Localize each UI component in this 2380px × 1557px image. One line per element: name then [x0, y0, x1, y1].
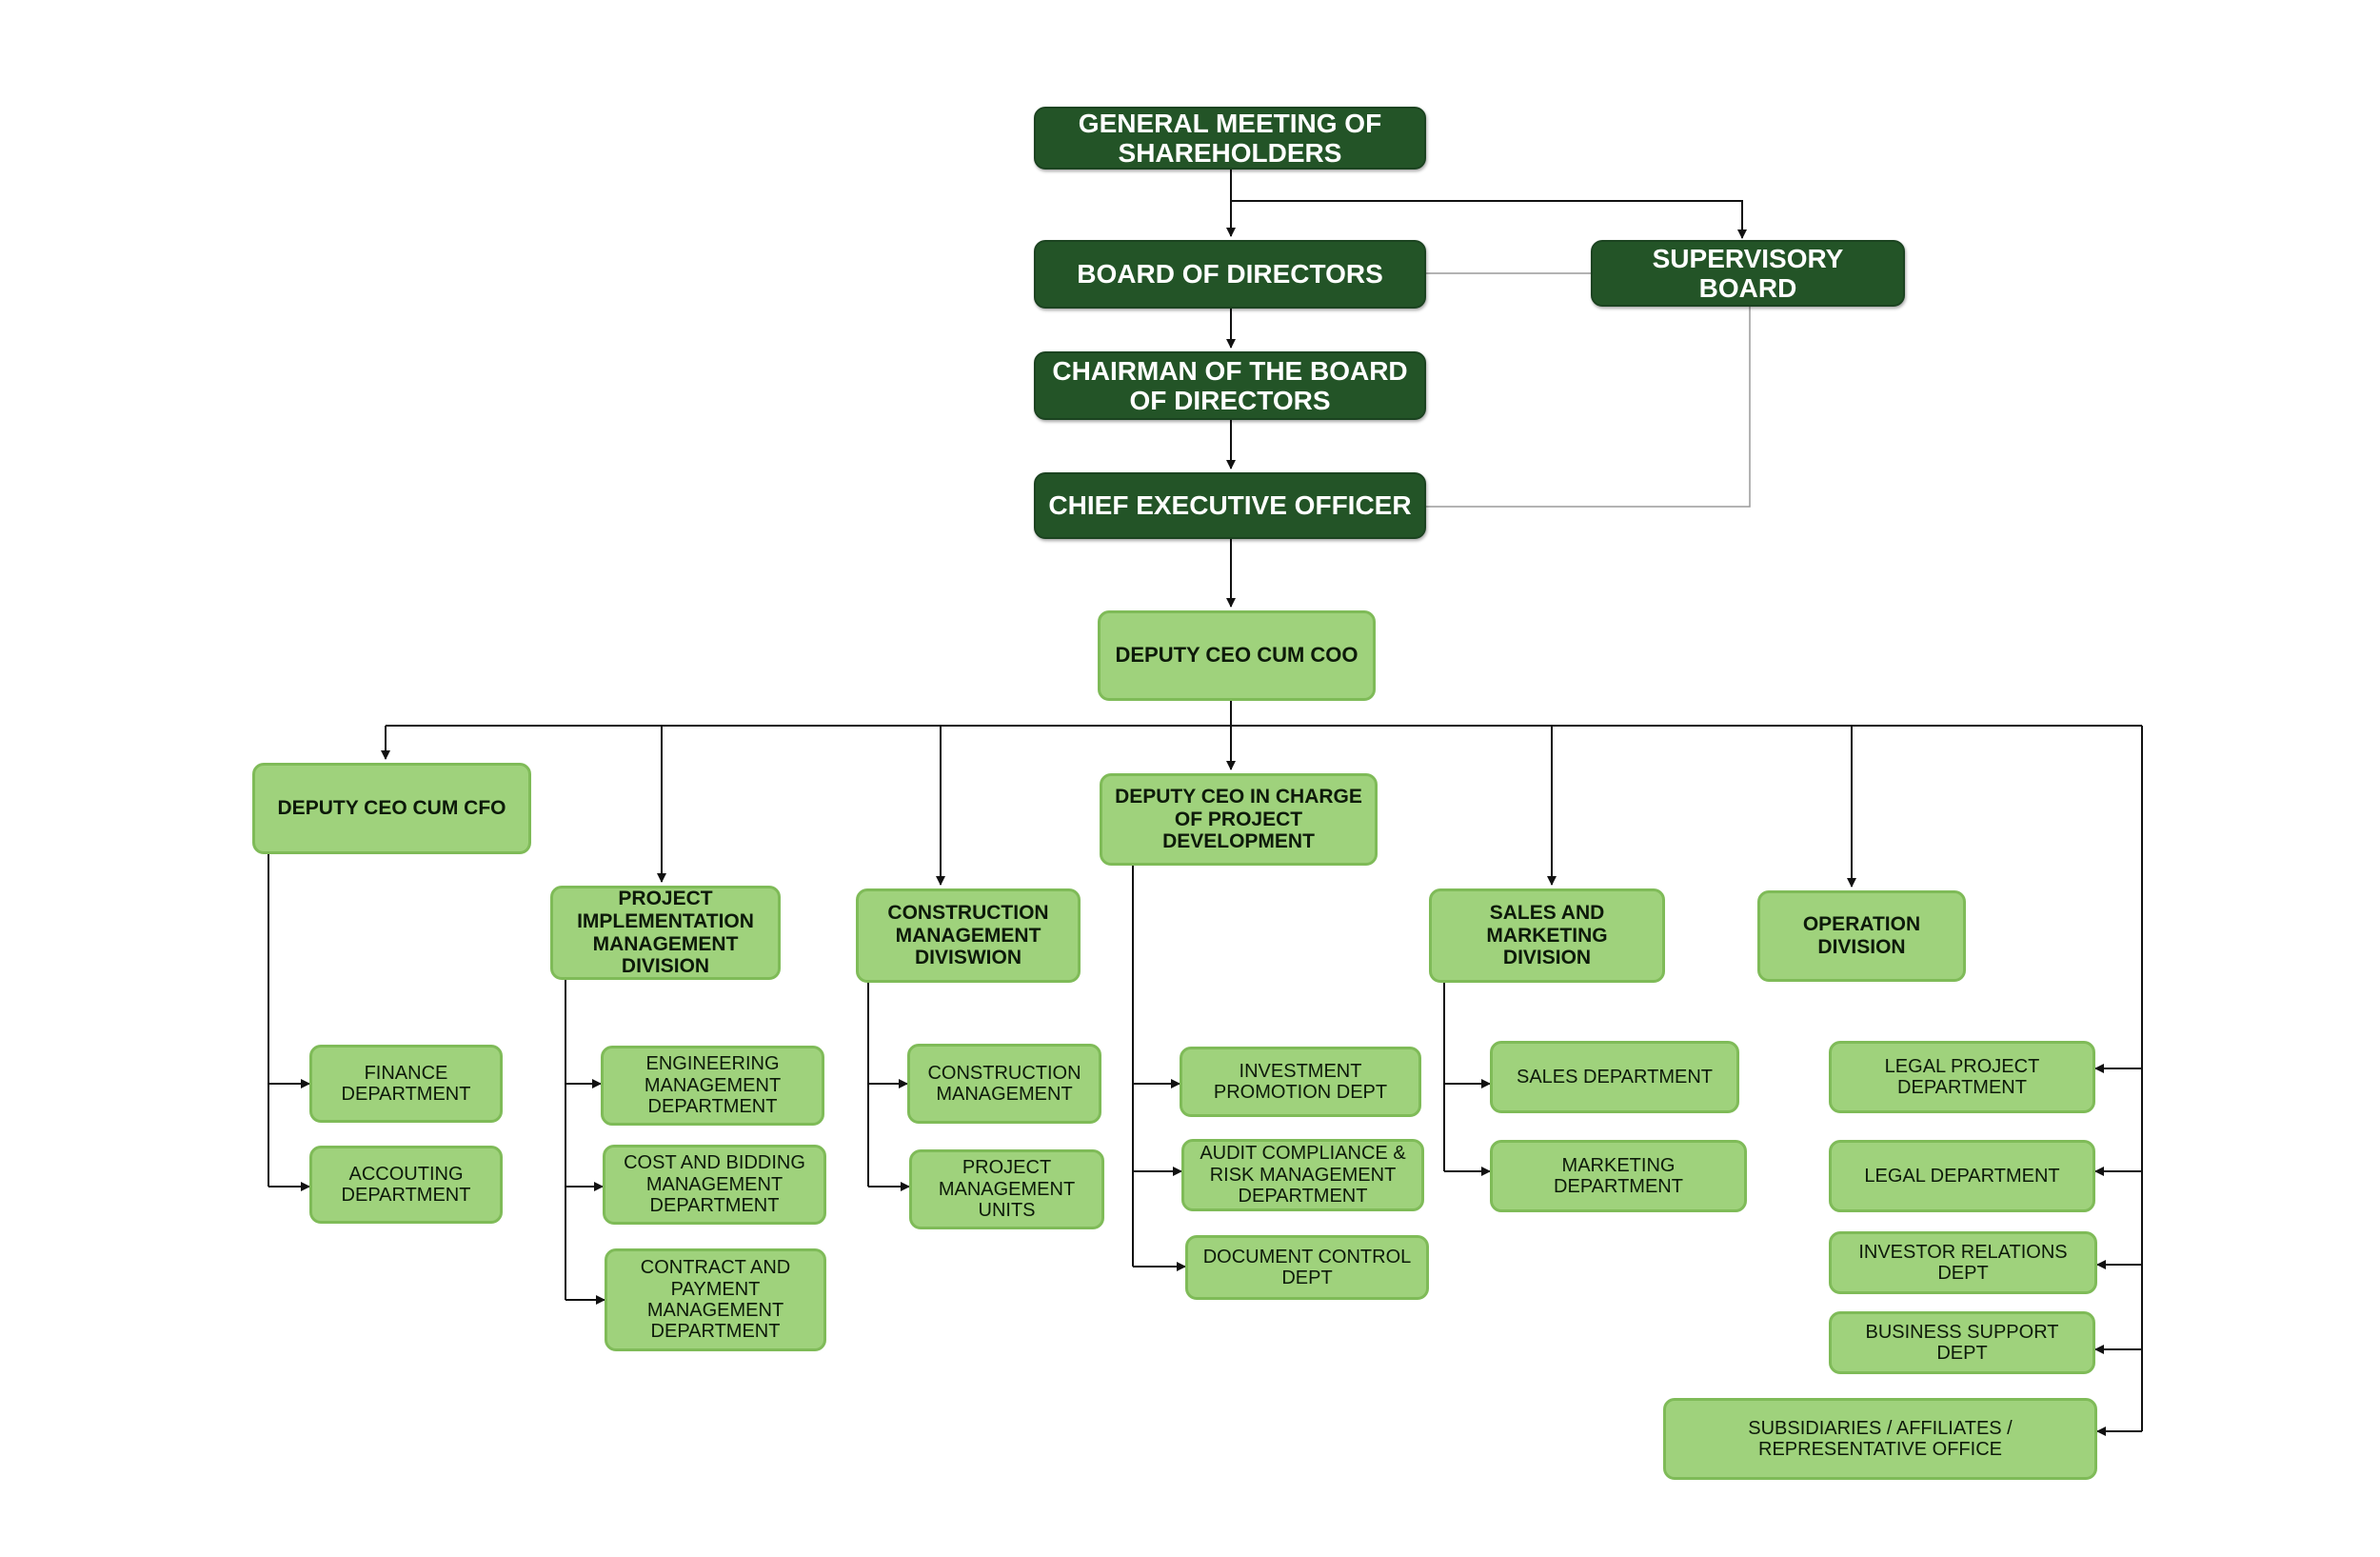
chairman-node: CHAIRMAN OF THE BOARD OF DIRECTORS	[1034, 351, 1426, 420]
sales-department-node: SALES DEPARTMENT	[1490, 1041, 1739, 1113]
contract-payment-department-node: CONTRACT AND PAYMENT MANAGEMENT DEPARTME…	[605, 1248, 826, 1351]
legal-department-node: LEGAL DEPARTMENT	[1829, 1140, 2095, 1212]
dotted-connector-supervisory-ceo	[1425, 307, 1751, 508]
general-meeting-node: GENERAL MEETING OF SHAREHOLDERS	[1034, 107, 1426, 170]
investment-promotion-node: INVESTMENT PROMOTION DEPT	[1180, 1047, 1421, 1117]
supervisory-board-node: SUPERVISORY BOARD	[1591, 240, 1905, 307]
accounting-department-node: ACCOUTING DEPARTMENT	[309, 1146, 503, 1224]
finance-department-node: FINANCE DEPARTMENT	[309, 1045, 503, 1123]
audit-compliance-node: AUDIT COMPLIANCE & RISK MANAGEMENT DEPAR…	[1181, 1139, 1424, 1211]
deputy-project-development-node: DEPUTY CEO IN CHARGE OF PROJECT DEVELOPM…	[1100, 773, 1378, 866]
deputy-cfo-node: DEPUTY CEO CUM CFO	[252, 763, 531, 854]
legal-project-department-node: LEGAL PROJECT DEPARTMENT	[1829, 1041, 2095, 1113]
document-control-node: DOCUMENT CONTROL DEPT	[1185, 1235, 1429, 1300]
project-management-units-node: PROJECT MANAGEMENT UNITS	[909, 1149, 1104, 1229]
sales-marketing-division-node: SALES AND MARKETING DIVISION	[1429, 888, 1665, 983]
cost-bidding-department-node: COST AND BIDDING MANAGEMENT DEPARTMENT	[603, 1145, 826, 1225]
ceo-node: CHIEF EXECUTIVE OFFICER	[1034, 472, 1426, 539]
connector-gms-to-supervisory	[1231, 200, 1747, 239]
engineering-department-node: ENGINEERING MANAGEMENT DEPARTMENT	[601, 1046, 824, 1126]
business-support-node: BUSINESS SUPPORT DEPT	[1829, 1311, 2095, 1374]
subsidiaries-node: SUBSIDIARIES / AFFILIATES / REPRESENTATI…	[1663, 1398, 2097, 1480]
construction-management-node: CONSTRUCTION MANAGEMENT	[907, 1044, 1101, 1124]
board-of-directors-node: BOARD OF DIRECTORS	[1034, 240, 1426, 309]
investor-relations-node: INVESTOR RELATIONS DEPT	[1829, 1231, 2097, 1294]
operation-division-node: OPERATION DIVISION	[1757, 890, 1966, 982]
project-implementation-division-node: PROJECT IMPLEMENTATION MANAGEMENT DIVISI…	[550, 886, 781, 980]
construction-division-node: CONSTRUCTION MANAGEMENT DIVISWION	[856, 888, 1081, 983]
marketing-department-node: MARKETING DEPARTMENT	[1490, 1140, 1747, 1212]
deputy-coo-node: DEPUTY CEO CUM COO	[1098, 610, 1376, 701]
